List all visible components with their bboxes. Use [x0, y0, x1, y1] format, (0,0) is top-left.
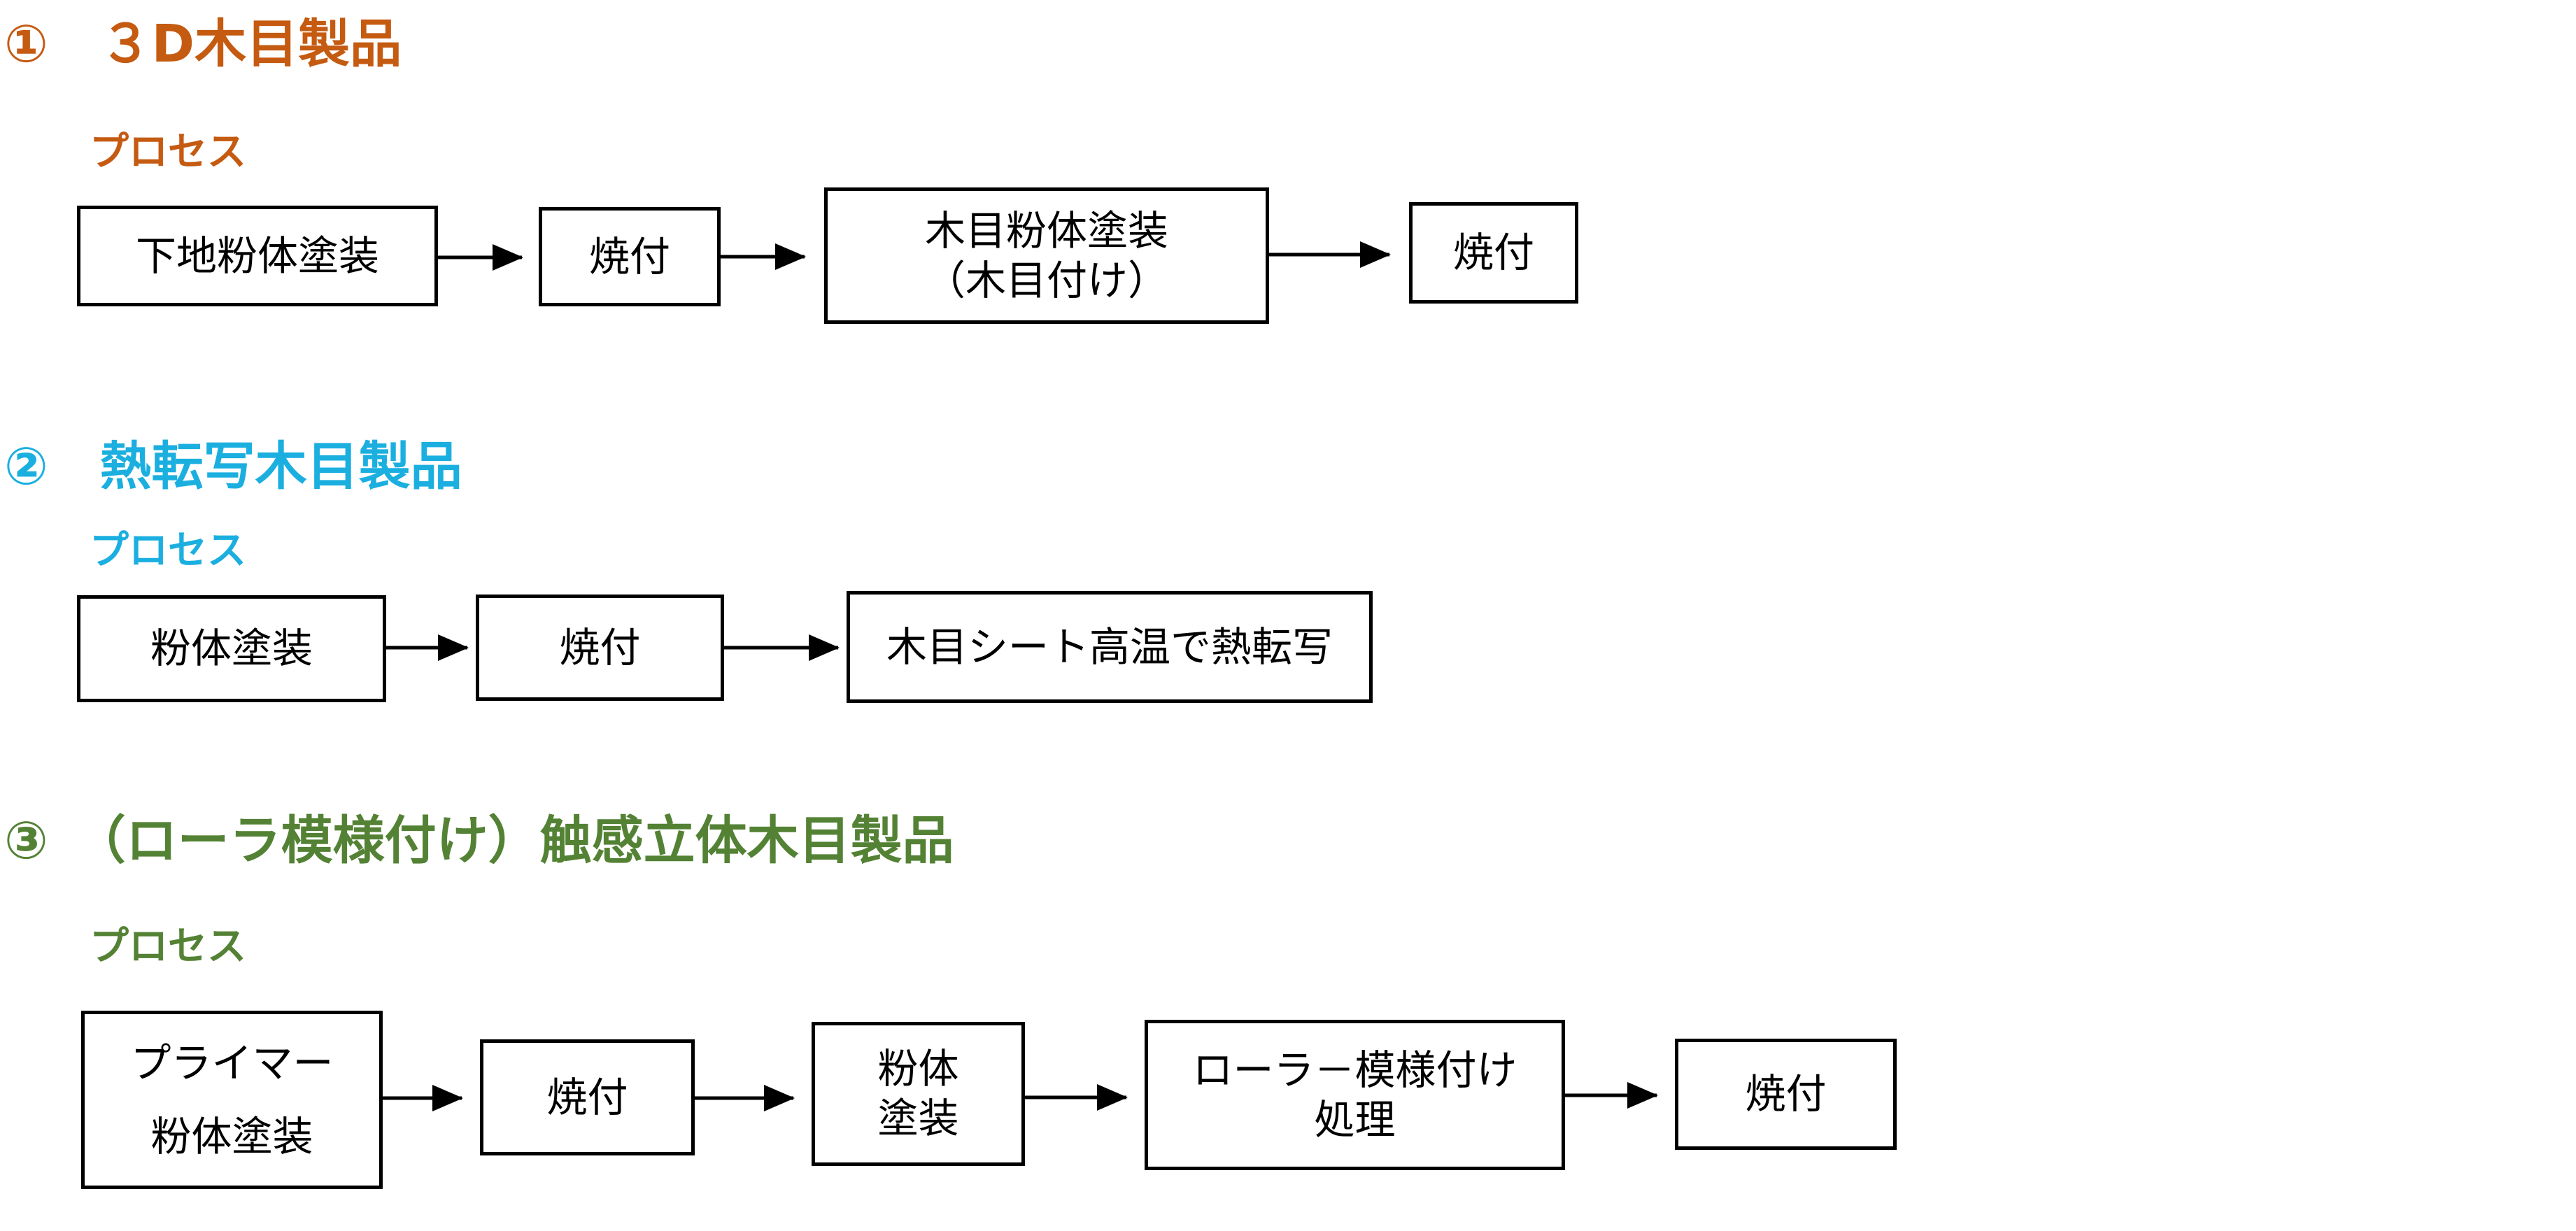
step-label: 下地粉体塗装	[135, 232, 379, 280]
step-label: 焼付	[1745, 1070, 1827, 1118]
section-1-title: ① ３D木目製品	[4, 14, 402, 74]
step-label-line-1: 粉体	[877, 1045, 959, 1093]
section-3-step-3: 粉体 塗装	[812, 1022, 1025, 1166]
section-2-step-3: 木目シート高温で熱転写	[847, 591, 1373, 703]
step-label: 木目シート高温で熱転写	[886, 622, 1333, 671]
section-3-step-1: プライマー 粉体塗装	[81, 1011, 383, 1189]
step-label: 焼付	[588, 232, 670, 280]
step-label-line-2: 処理	[1314, 1095, 1396, 1144]
section-2-step-2: 焼付	[476, 595, 724, 701]
section-3-step-5: 焼付	[1675, 1039, 1897, 1150]
step-label-line-1: ローラ－模様付け	[1192, 1046, 1517, 1094]
section-1-step-2: 焼付	[539, 207, 721, 306]
section-3-step-4: ローラ－模様付け 処理	[1145, 1020, 1565, 1170]
section-1-step-1: 下地粉体塗装	[77, 206, 438, 306]
section-2-process-label: プロセス	[90, 528, 246, 574]
step-label: 粉体塗装	[150, 625, 313, 673]
step-label: 焼付	[559, 623, 641, 671]
step-label-line-2: 粉体塗装	[150, 1112, 313, 1160]
section-3-step-2: 焼付	[480, 1039, 695, 1155]
step-label-line-1: 木目粉体塗装	[924, 206, 1168, 255]
step-label-line-2: 塗装	[877, 1095, 959, 1142]
section-2-step-1: 粉体塗装	[77, 595, 386, 702]
step-label: 焼付	[546, 1073, 628, 1121]
step-label-line-1: プライマー	[130, 1039, 334, 1088]
section-3-process-label: プロセス	[90, 924, 246, 969]
section-3-title: ③ （ローラ模様付け）触感立体木目製品	[4, 811, 954, 871]
section-2-title: ② 熱転写木目製品	[4, 436, 462, 497]
step-label-line-2: （木目付け）	[924, 256, 1168, 304]
section-1-step-3: 木目粉体塗装 （木目付け）	[824, 187, 1269, 324]
section-1-step-4: 焼付	[1409, 202, 1578, 304]
section-1-process-label: プロセス	[90, 129, 246, 175]
step-label: 焼付	[1452, 229, 1534, 277]
